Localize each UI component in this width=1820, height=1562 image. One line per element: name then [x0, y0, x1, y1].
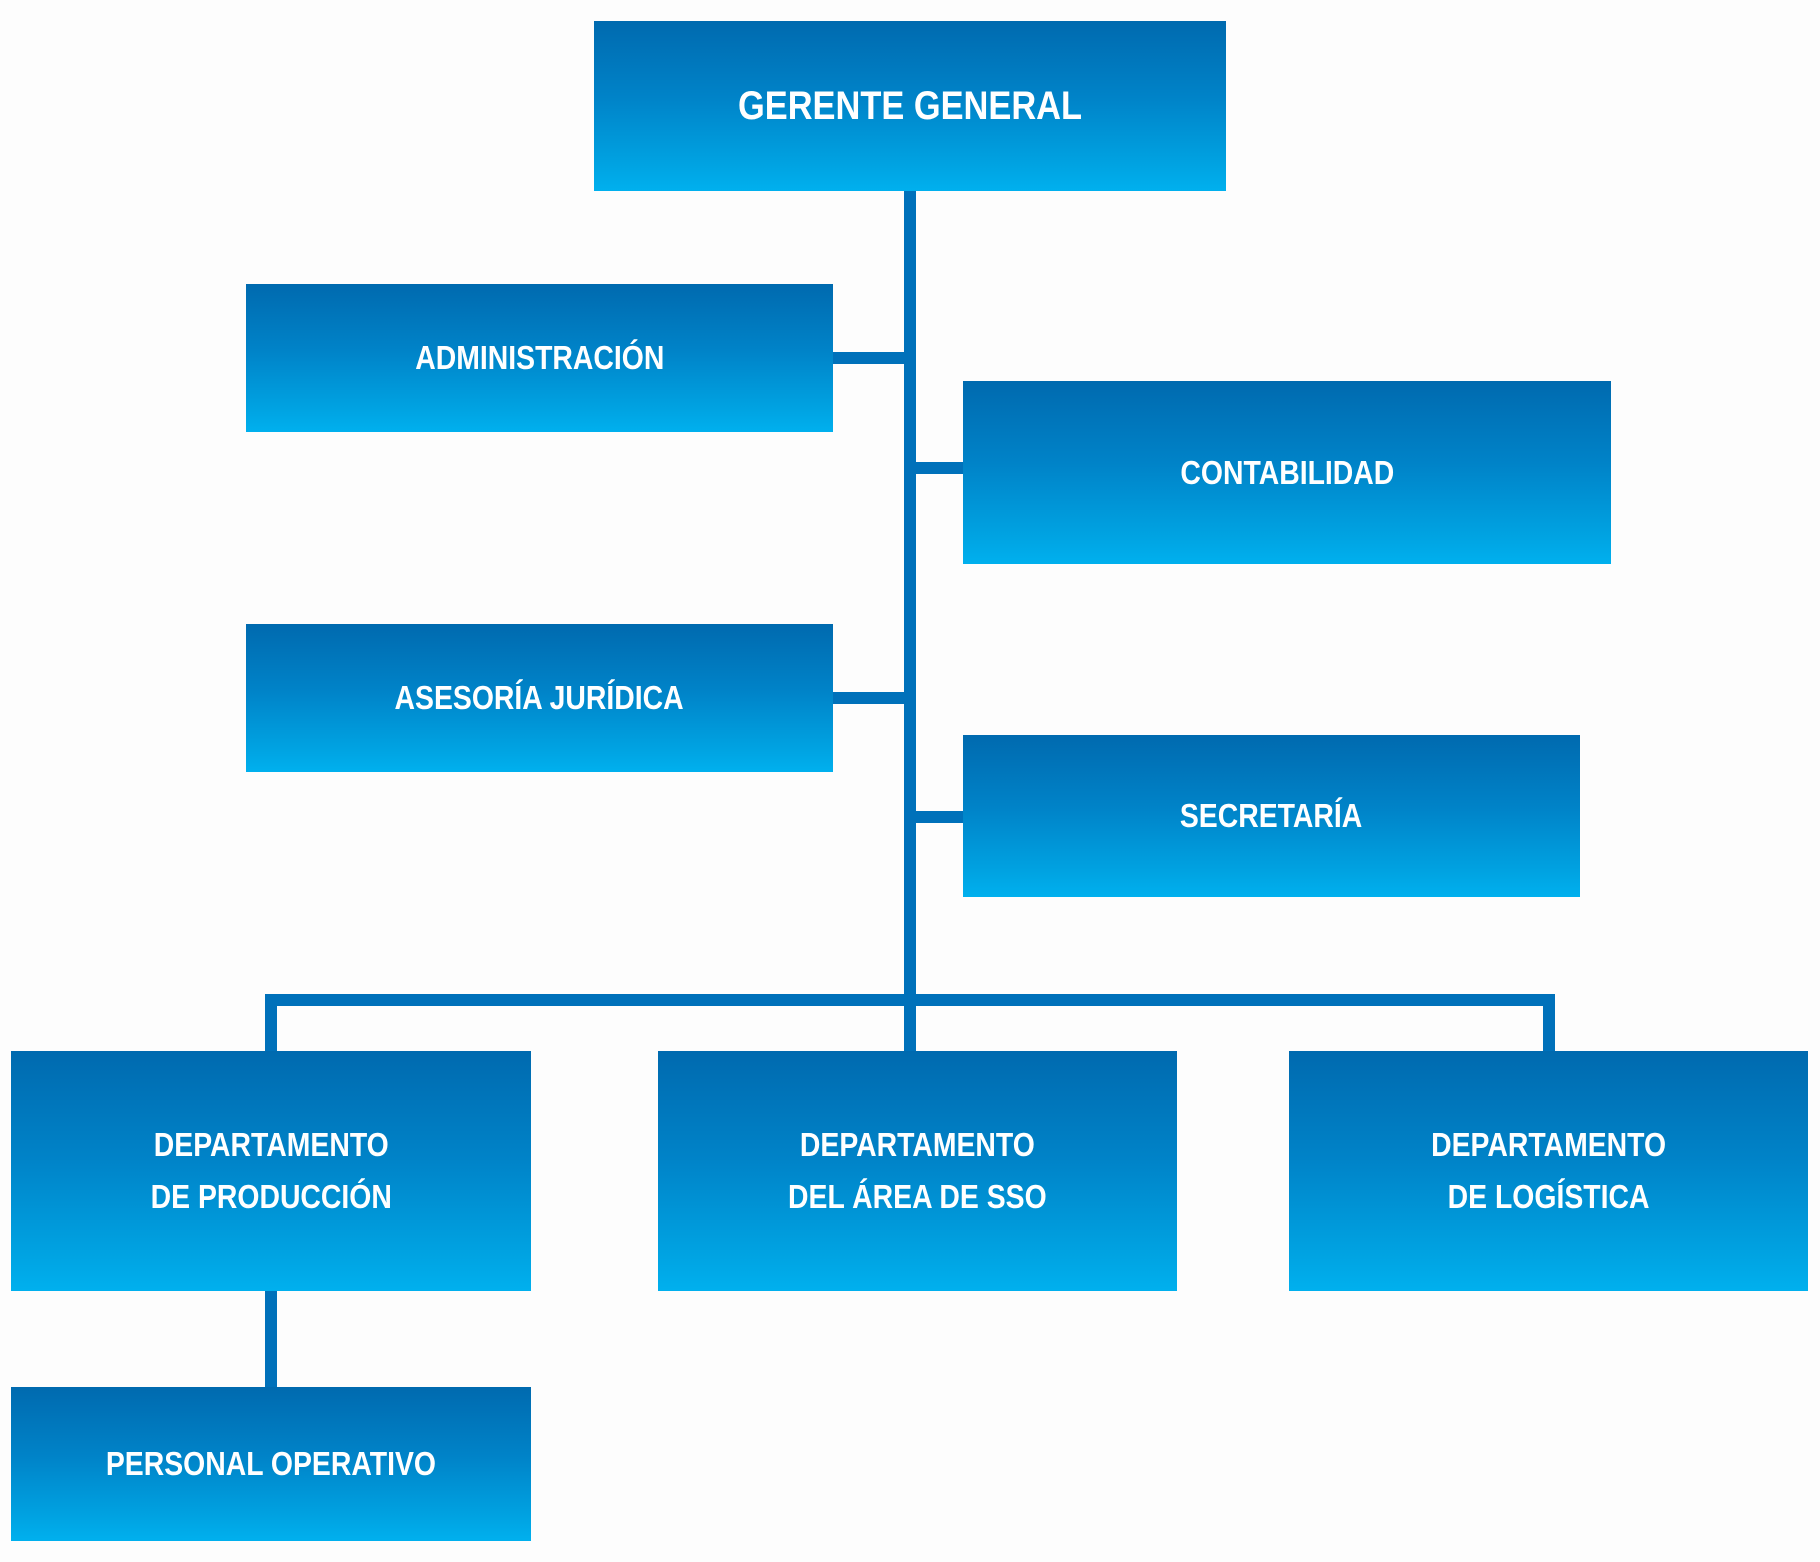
connector-trunk [904, 191, 916, 1051]
node-personal-operativo[interactable]: PERSONAL OPERATIVO [11, 1387, 531, 1541]
node-label: DEPARTAMENTO DE LOGÍSTICA [1431, 1126, 1666, 1215]
node-departamento-produccion[interactable]: DEPARTAMENTO DE PRODUCCIÓN [11, 1051, 531, 1291]
node-asesoria-juridica[interactable]: ASESORÍA JURÍDICA [246, 624, 833, 772]
node-administracion[interactable]: ADMINISTRACIÓN [246, 284, 833, 432]
connector-departments-bus [265, 994, 1554, 1006]
node-label: DEPARTAMENTO DEL ÁREA DE SSO [788, 1126, 1047, 1215]
node-label: PERSONAL OPERATIVO [105, 1445, 437, 1482]
connector-secretaria [910, 811, 963, 823]
node-label: SECRETARÍA [1180, 797, 1363, 834]
connector-asesoria-juridica [833, 692, 910, 704]
connector-contabilidad [910, 462, 963, 474]
connector-administracion [833, 352, 910, 364]
node-gerente-general[interactable]: GERENTE GENERAL [594, 21, 1226, 191]
node-label: DEPARTAMENTO DE PRODUCCIÓN [150, 1126, 392, 1215]
node-label: ADMINISTRACIÓN [414, 339, 665, 376]
node-contabilidad[interactable]: CONTABILIDAD [963, 381, 1611, 564]
connector-personal-operativo [265, 1291, 277, 1387]
node-departamento-sso[interactable]: DEPARTAMENTO DEL ÁREA DE SSO [658, 1051, 1177, 1291]
connector-produccion [265, 994, 277, 1051]
node-label: GERENTE GENERAL [737, 83, 1083, 128]
node-departamento-logistica[interactable]: DEPARTAMENTO DE LOGÍSTICA [1289, 1051, 1808, 1291]
node-secretaria[interactable]: SECRETARÍA [963, 735, 1580, 897]
connector-logistica [1543, 994, 1555, 1051]
node-label: ASESORÍA JURÍDICA [394, 679, 685, 716]
node-label: CONTABILIDAD [1180, 453, 1394, 491]
